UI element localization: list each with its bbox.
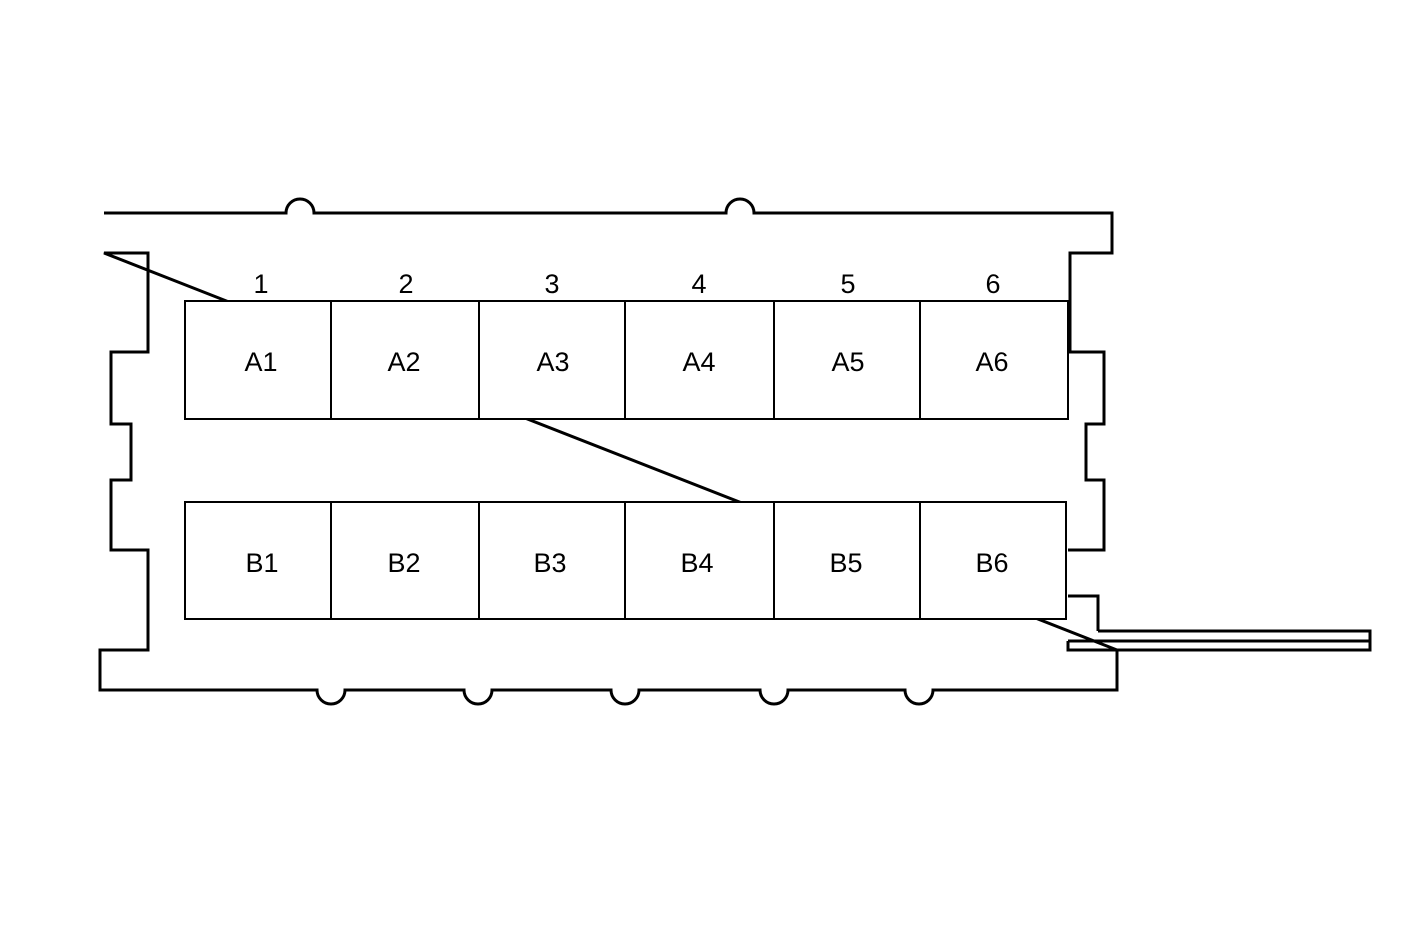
cavity-label-b3: B3 xyxy=(533,548,566,578)
cavity-label-a6: A6 xyxy=(975,347,1008,377)
locking-tab xyxy=(1066,629,1372,652)
cavity-b2 xyxy=(330,501,480,620)
column-label-1: 1 xyxy=(253,269,268,299)
cavity-a1 xyxy=(184,300,332,420)
column-label-5: 5 xyxy=(840,269,855,299)
column-label-6: 6 xyxy=(985,269,1000,299)
column-label-2: 2 xyxy=(398,269,413,299)
column-number-labels: 1 2 3 4 5 6 xyxy=(253,269,1000,299)
cavity-label-a5: A5 xyxy=(831,347,864,377)
cavity-label-b2: B2 xyxy=(387,548,420,578)
cavity-label-b5: B5 xyxy=(829,548,862,578)
cavity-b6 xyxy=(919,501,1067,620)
cavity-label-a1: A1 xyxy=(244,347,277,377)
cavity-label-a3: A3 xyxy=(536,347,569,377)
column-label-3: 3 xyxy=(544,269,559,299)
cavity-row-b: B1 B2 B3 B4 B5 B6 xyxy=(184,501,1067,620)
cavity-label-b6: B6 xyxy=(975,548,1008,578)
cavity-label-a4: A4 xyxy=(682,347,715,377)
cavity-a6 xyxy=(919,300,1069,420)
cavity-b1 xyxy=(184,501,332,620)
cavity-label-b4: B4 xyxy=(680,548,713,578)
cavity-label-a2: A2 xyxy=(387,347,420,377)
cavity-a4 xyxy=(624,300,775,420)
cavity-row-a: A1 A2 A3 A4 A5 A6 xyxy=(184,300,1069,420)
cavity-b4 xyxy=(624,501,775,620)
cavity-b3 xyxy=(478,501,626,620)
cavity-label-b1: B1 xyxy=(245,548,278,578)
cavity-b5 xyxy=(773,501,921,620)
connector-housing-outline xyxy=(98,197,1119,706)
cavity-a5 xyxy=(773,300,921,420)
column-label-4: 4 xyxy=(691,269,706,299)
